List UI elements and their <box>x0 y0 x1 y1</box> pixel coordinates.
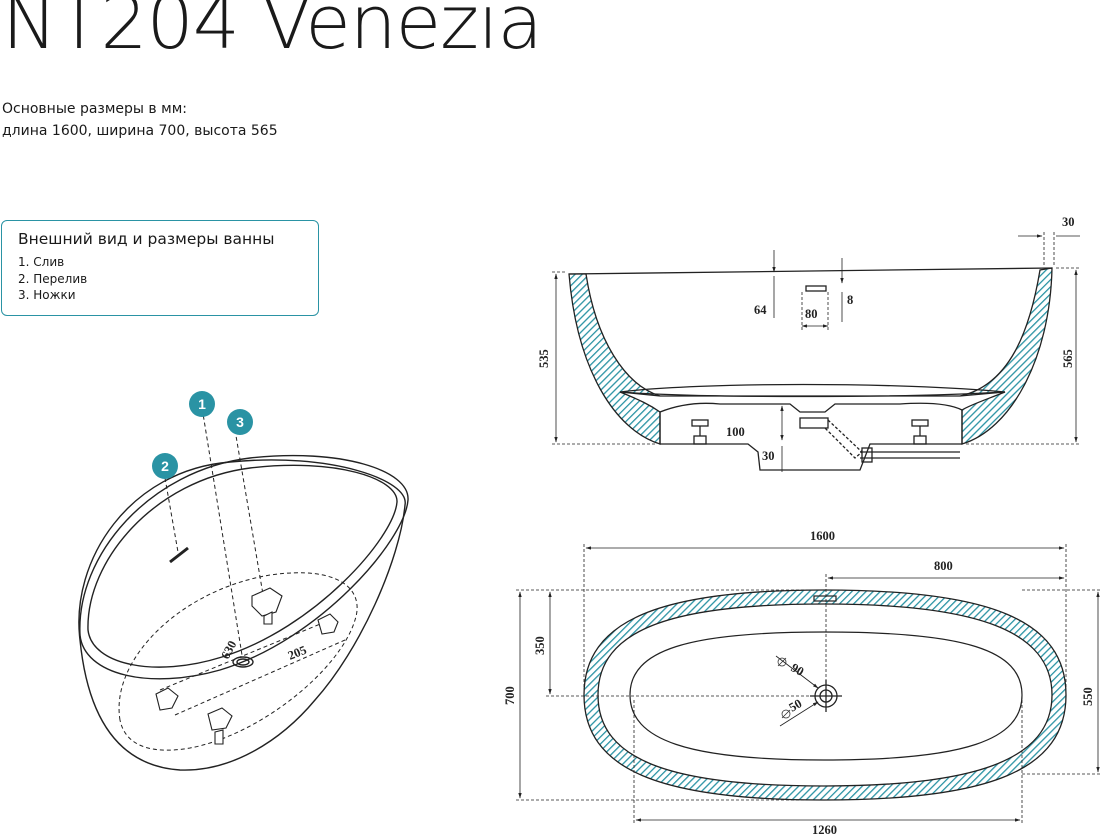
top-dim-1260: 1260 <box>812 823 837 836</box>
subtitle-line-1: Основные размеры в мм: <box>2 101 187 117</box>
marker-2: 2 <box>152 453 178 479</box>
side-dim-80: 80 <box>805 307 818 321</box>
legend-item-overflow: 2. Перелив <box>18 271 88 286</box>
svg-text:90: 90 <box>789 660 807 678</box>
iso-drain <box>232 656 254 668</box>
legend-item-drain: 1. Слив <box>18 255 65 269</box>
side-dim-100: 100 <box>726 425 745 439</box>
legend-item-feet: 3. Ножки <box>18 288 76 302</box>
iso-feet <box>155 587 339 745</box>
side-section-hatch <box>568 273 661 445</box>
side-view: 535 565 30 64 8 80 100 30 <box>537 215 1080 472</box>
side-dim-64: 64 <box>754 303 767 317</box>
top-dim-90: 90 <box>777 657 807 679</box>
iso-rim-inner <box>87 464 398 668</box>
marker-1: 1 <box>189 391 215 417</box>
page-title: NT204 Venezia <box>2 0 543 66</box>
subtitle: Основные размеры в мм: длина 1600, ширин… <box>2 98 278 142</box>
subtitle-line-2: длина 1600, ширина 700, высота 565 <box>2 123 278 139</box>
marker-3: 3 <box>227 409 253 435</box>
iso-shell <box>78 459 406 771</box>
top-rim-hatch <box>583 589 1067 801</box>
top-drain <box>810 680 842 712</box>
side-dim-8: 8 <box>847 293 853 307</box>
side-dim-30-top: 30 <box>1062 215 1075 229</box>
iso-dim-205: 205 <box>286 643 309 663</box>
iso-overflow <box>169 546 189 564</box>
svg-text:50: 50 <box>787 696 805 714</box>
top-view: 1600 800 350 700 550 1260 90 50 <box>503 529 1100 836</box>
iso-hidden-lines <box>118 394 358 751</box>
iso-view <box>78 394 409 771</box>
svg-text:3: 3 <box>236 414 244 430</box>
legend-box: Внешний вид и размеры ванны 1. Слив 2. П… <box>1 220 319 316</box>
top-dim-550: 550 <box>1081 687 1095 706</box>
top-dim-350: 350 <box>533 636 547 655</box>
top-dim-1600: 1600 <box>810 529 835 543</box>
side-dim-565: 565 <box>1061 349 1075 368</box>
side-dim-535: 535 <box>537 349 551 368</box>
side-dim-30-bottom: 30 <box>762 449 775 463</box>
iso-rim-outer <box>79 454 409 680</box>
svg-text:1: 1 <box>198 396 206 412</box>
legend-heading: Внешний вид и размеры ванны <box>18 230 275 248</box>
top-dim-700: 700 <box>503 686 517 705</box>
svg-text:2: 2 <box>161 458 169 474</box>
top-dim-800: 800 <box>934 559 953 573</box>
top-inner-basin <box>629 631 1023 761</box>
top-dim-50: 50 <box>781 696 805 719</box>
